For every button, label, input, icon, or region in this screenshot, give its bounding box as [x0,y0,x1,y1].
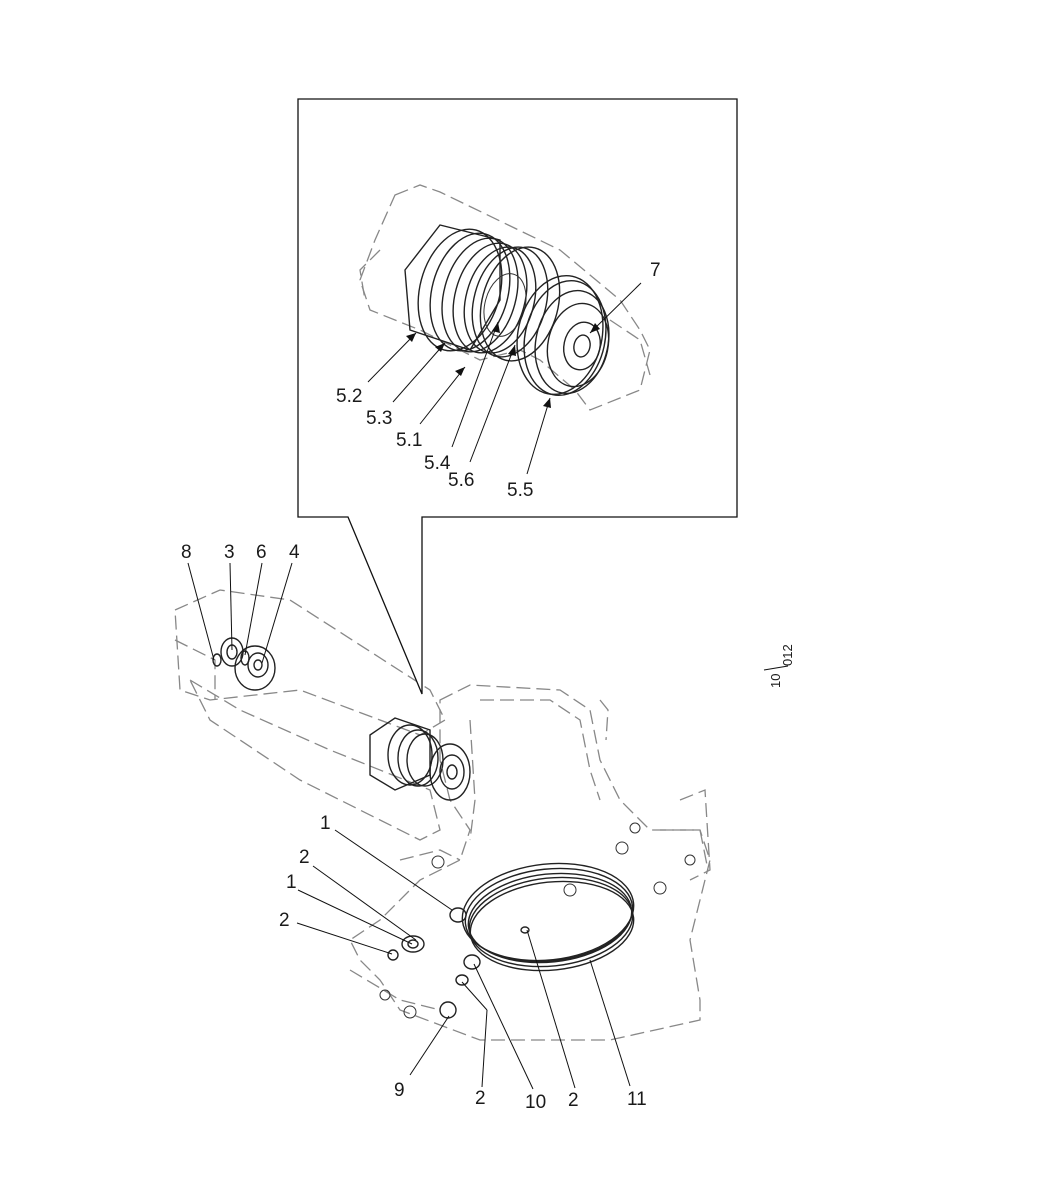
label-4: 4 [289,542,300,563]
figure-reference: 10 012 [763,644,795,688]
label-2-left: 2 [279,910,290,931]
label-10: 10 [525,1092,546,1113]
label-2-bottom-a: 2 [475,1088,486,1109]
label-3: 3 [224,542,235,563]
label-2-upper: 2 [299,847,310,868]
label-1-upper: 1 [320,813,331,834]
detail-housing-outline [359,184,651,411]
figure-ref-denominator: 012 [780,644,795,666]
detail-labels: 5.2 5.3 5.1 5.4 5.6 5.5 7 [336,260,661,501]
detail-leader-lines [367,282,642,475]
label-5-2: 5.2 [336,386,362,407]
label-5-5: 5.5 [507,480,533,501]
label-5-6: 5.6 [448,470,474,491]
detail-piston-assembly [404,224,610,397]
label-6: 6 [256,542,267,563]
label-11: 11 [627,1089,647,1110]
label-2-bottom-b: 2 [568,1090,579,1111]
figure-ref-numerator: 10 [768,674,783,688]
main-labels: 8 3 6 4 1 2 1 2 9 2 10 2 11 [181,542,647,1113]
label-1-lower: 1 [286,872,297,893]
label-8: 8 [181,542,192,563]
left-seal-set [212,637,276,691]
housing-bolts [379,822,696,1019]
axle-housing-outline [174,589,711,1041]
piston-assembly-small [369,717,471,801]
large-ring-11 [461,862,635,972]
label-5-3: 5.3 [366,408,392,429]
main-leader-lines [187,562,631,1090]
label-5-1: 5.1 [396,430,422,451]
label-9: 9 [394,1080,405,1101]
label-7: 7 [650,260,661,281]
detail-callout-frame [297,98,738,695]
label-5-4: 5.4 [424,453,451,474]
